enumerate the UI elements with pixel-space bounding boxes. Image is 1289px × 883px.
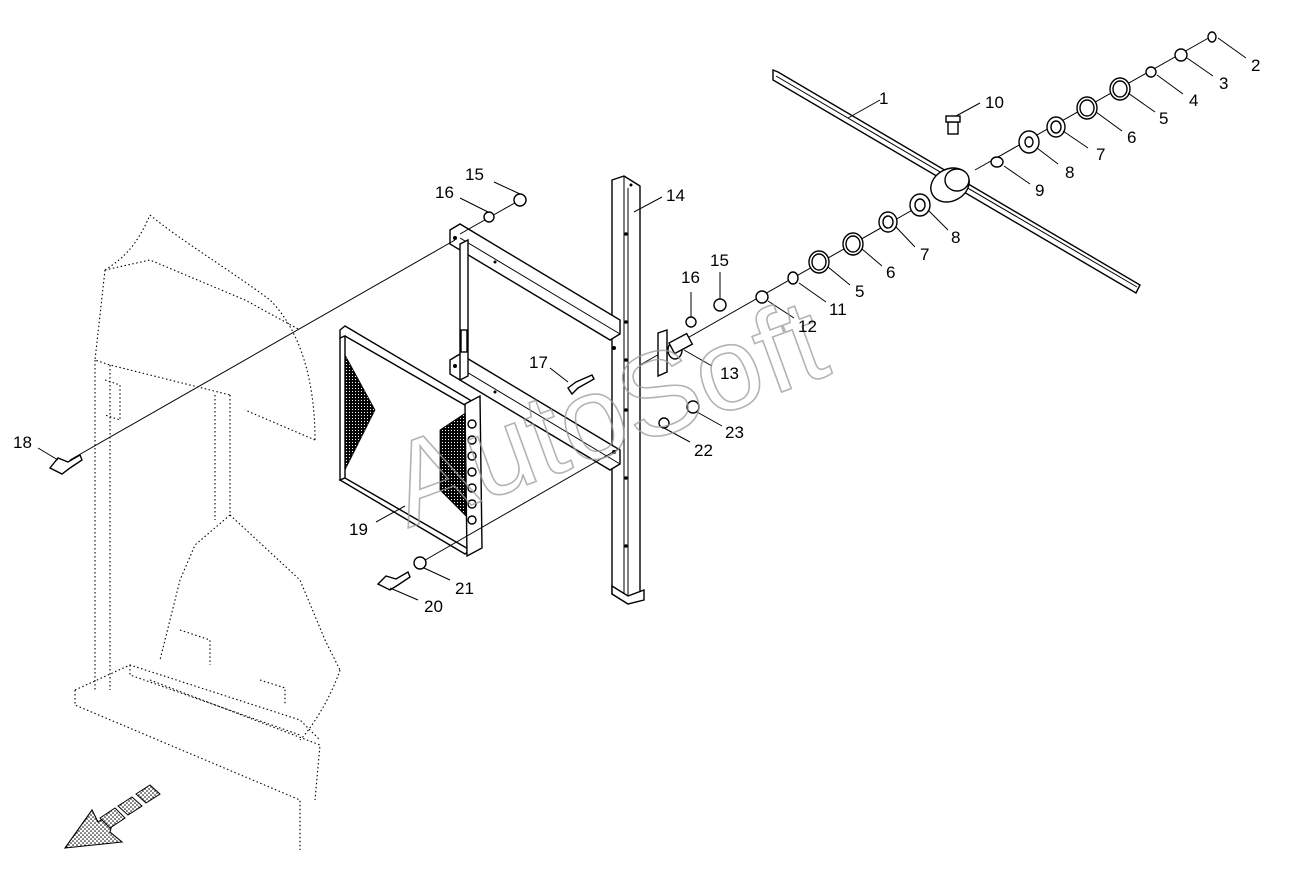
callout-5-lower: 5: [855, 282, 864, 301]
callout-17: 17: [529, 353, 548, 372]
callout-12: 12: [798, 317, 817, 336]
callout-6-lower: 6: [886, 263, 895, 282]
callout-23: 23: [725, 423, 744, 442]
direction-arrow-icon: [63, 784, 161, 849]
callout-2: 2: [1251, 56, 1260, 75]
fasteners: [48, 193, 727, 591]
callout-8-lower: 8: [951, 228, 960, 247]
callout-21: 21: [455, 579, 474, 598]
callout-19: 19: [349, 520, 368, 539]
callout-6: 6: [1127, 128, 1136, 147]
callout-3: 3: [1219, 74, 1228, 93]
callout-9: 9: [1035, 181, 1044, 200]
callout-16-lower: 16: [681, 268, 700, 287]
callout-1: 1: [879, 89, 888, 108]
callout-22: 22: [694, 441, 713, 460]
callout-7-lower: 7: [920, 245, 929, 264]
callout-15-lower: 15: [710, 251, 729, 270]
callout-4: 4: [1189, 91, 1198, 110]
callout-16: 16: [435, 183, 454, 202]
callout-18: 18: [13, 433, 32, 452]
machine-frame: [74, 214, 341, 850]
callout-5: 5: [1159, 109, 1168, 128]
callout-7: 7: [1096, 145, 1105, 164]
callout-20: 20: [424, 597, 443, 616]
callout-8: 8: [1065, 163, 1074, 182]
leader-lines: [37, 37, 1247, 601]
callout-11: 11: [829, 300, 847, 319]
callout-13: 13: [720, 364, 739, 383]
bracket-13: [657, 329, 694, 378]
shaft: [772, 68, 1141, 294]
bearing-stack-upper: [974, 31, 1217, 171]
callout-14: 14: [666, 186, 685, 205]
upright-post: [611, 175, 645, 605]
callout-10: 10: [985, 93, 1004, 112]
cooler-fittings: [467, 419, 477, 525]
callout-15: 15: [465, 165, 484, 184]
callouts: 1 2 3 4 5 6 7 8 9 10 11 12 13 14 15 16 1…: [13, 56, 1260, 616]
frame-bracket: [449, 223, 621, 471]
cooler-core: [338, 325, 483, 558]
